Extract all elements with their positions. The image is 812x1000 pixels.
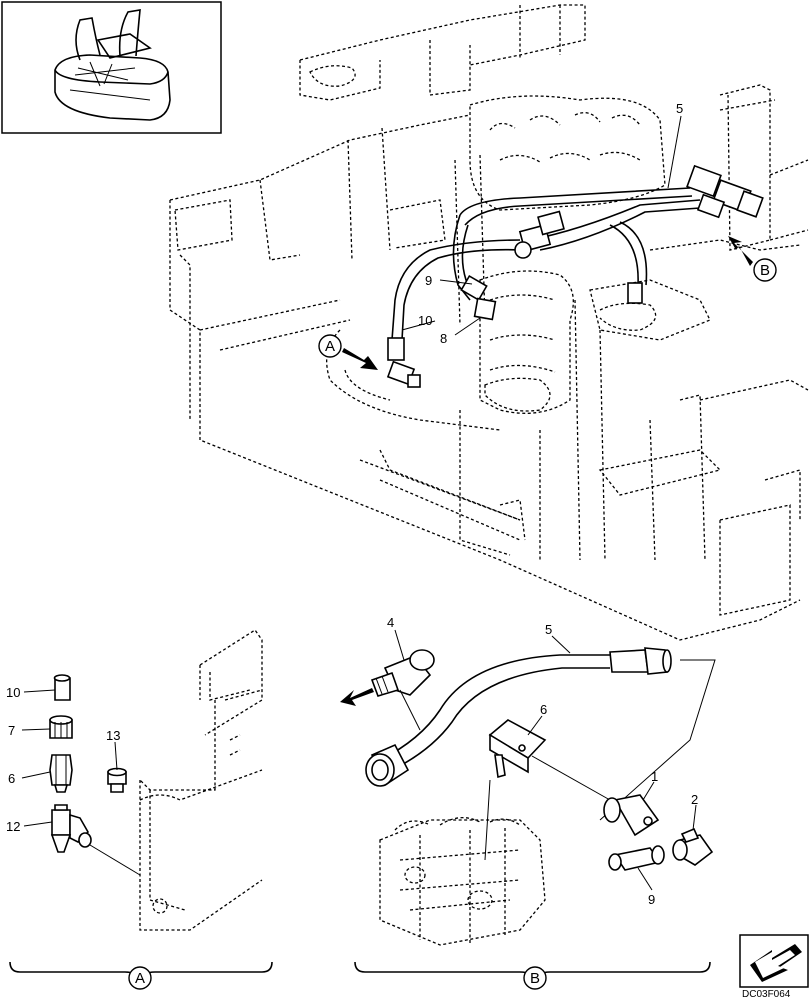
drawing-code: DC03F064 (742, 989, 791, 1000)
callout-13-detail-a: 13 (106, 728, 120, 743)
detail-view-a: 10 7 6 12 13 A (6, 629, 273, 990)
callout-5-detail-b: 5 (545, 622, 552, 637)
callout-6-detail-a: 6 (8, 771, 15, 786)
callout-7-detail-a: 7 (8, 723, 15, 738)
view-a-marker: A (325, 338, 335, 355)
inset-locator-view (1, 1, 222, 134)
main-assembly-view: 5 9 10 8 A B (169, 4, 809, 641)
callout-2-detail-b: 2 (691, 792, 698, 807)
callout-4-detail-b: 4 (387, 615, 394, 630)
callout-6-detail-b: 6 (540, 702, 547, 717)
callout-10-detail-a: 10 (6, 685, 20, 700)
detail-view-b: 4 5 6 1 2 9 B (340, 615, 716, 990)
callout-9-detail-b: 9 (648, 892, 655, 907)
callout-10-main: 10 (418, 313, 432, 328)
callout-5-main: 5 (676, 101, 683, 116)
view-a-caption: A (135, 970, 145, 987)
orientation-symbol (739, 934, 809, 988)
callout-8-main: 8 (440, 331, 447, 346)
callout-1-detail-b: 1 (651, 769, 658, 784)
callout-12-detail-a: 12 (6, 819, 20, 834)
callout-9-main: 9 (425, 273, 432, 288)
view-b-marker: B (760, 262, 770, 279)
view-b-caption: B (530, 970, 540, 987)
